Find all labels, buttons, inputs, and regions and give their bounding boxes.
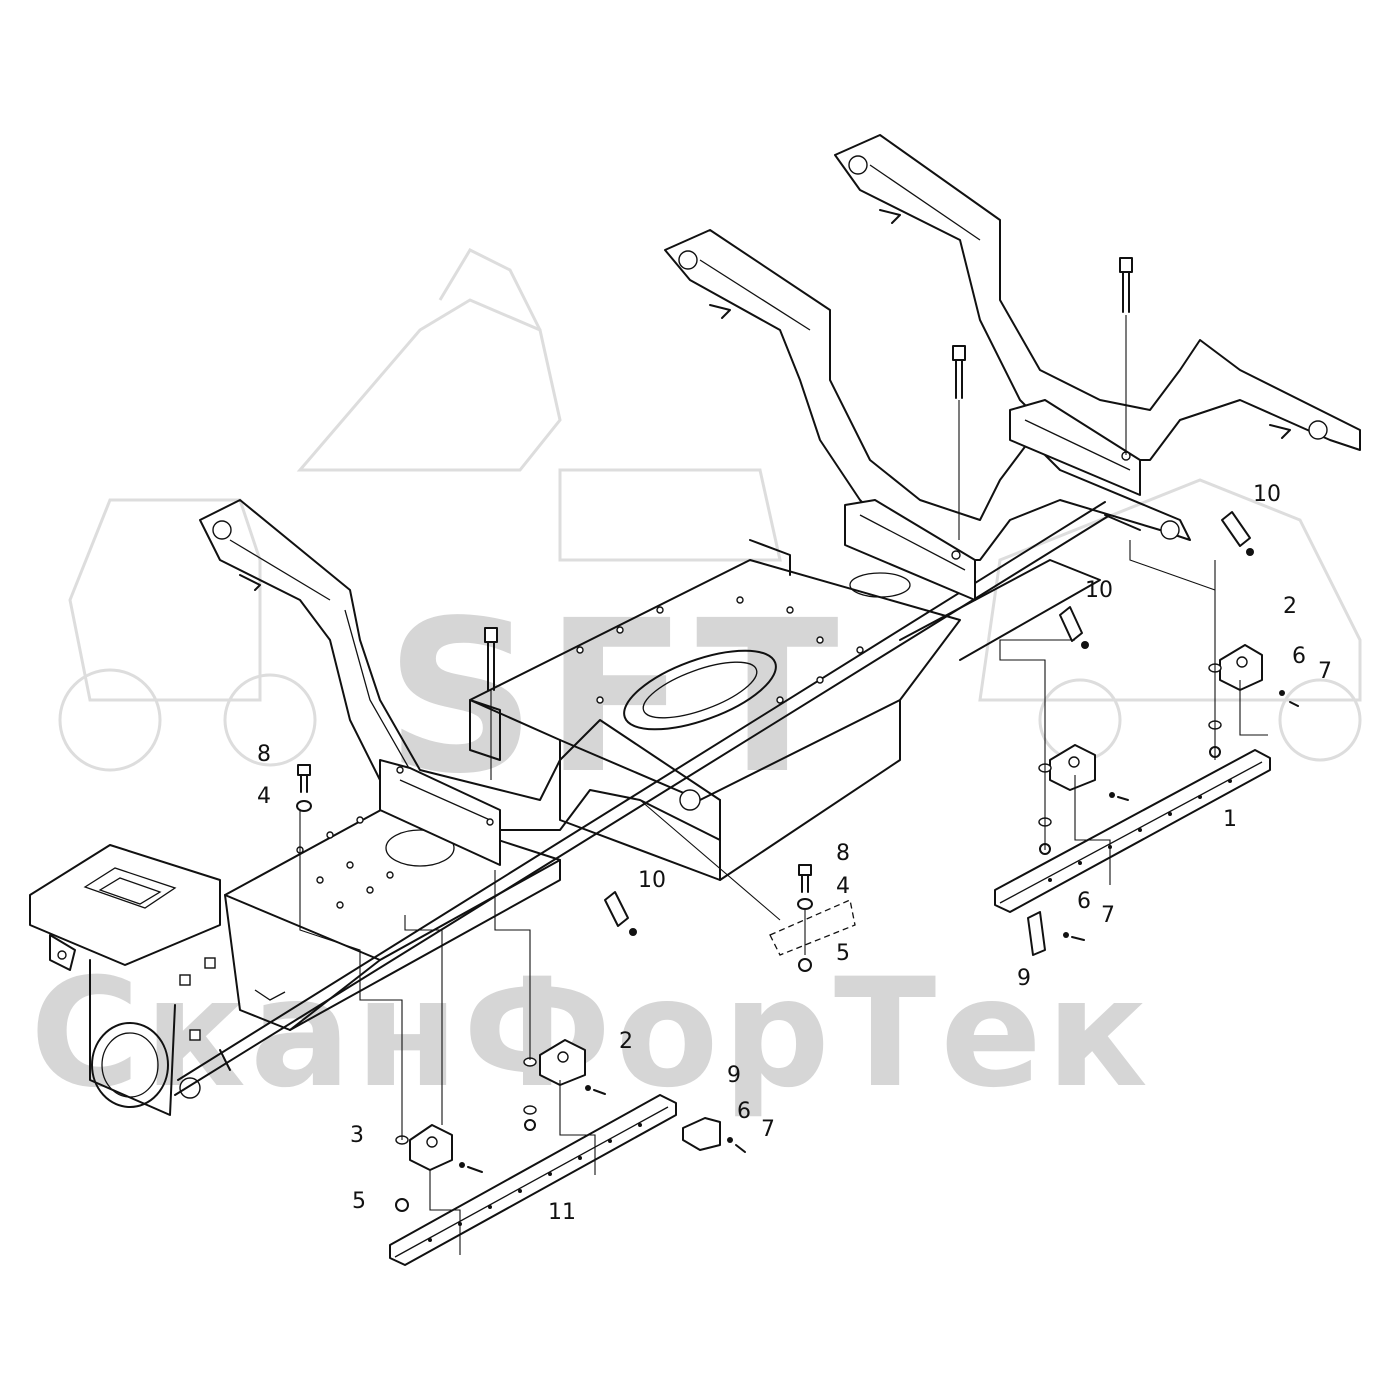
- long-bolt-middle: [952, 345, 966, 399]
- callout-label: 7: [1318, 659, 1332, 684]
- front-rail-assembly: [299, 810, 746, 1266]
- callout-label: 4: [836, 874, 850, 899]
- callout-label: 7: [1101, 903, 1115, 928]
- rear-rail-holes: [1048, 779, 1232, 882]
- callout-label: 6: [1077, 889, 1091, 914]
- arm-frame-middle: [664, 229, 1191, 601]
- callout-label: 10: [1253, 482, 1281, 507]
- callout-label: 9: [1017, 966, 1031, 991]
- callout-label: 10: [1085, 578, 1113, 603]
- callout-label: 4: [257, 784, 271, 809]
- callout-label: 1: [1223, 807, 1237, 832]
- callout-label: 7: [761, 1117, 775, 1142]
- bolt-stack-left: [296, 764, 312, 812]
- callout-label: 2: [619, 1029, 633, 1054]
- spring-pin-front: [604, 891, 637, 936]
- bolt-stack-right: [639, 799, 856, 972]
- callout-label: 8: [836, 841, 850, 866]
- long-bolt-rear: [1119, 257, 1133, 313]
- main-chassis-frame: [29, 501, 1141, 1116]
- arm-frame-front: [199, 499, 721, 866]
- callout-label: 3: [350, 1123, 364, 1148]
- callout-label: 5: [352, 1189, 366, 1214]
- callout-label: 11: [548, 1200, 576, 1225]
- callout-label: 6: [737, 1099, 751, 1124]
- center-plate-holes: [576, 596, 864, 704]
- callout-label: 5: [836, 941, 850, 966]
- callout-label: 8: [257, 742, 271, 767]
- arm-frame-rear: [834, 134, 1361, 496]
- callout-label: 2: [1283, 594, 1297, 619]
- callout-label: 6: [1292, 644, 1306, 669]
- callout-label: 10: [638, 868, 666, 893]
- spring-pin-middle: [1059, 606, 1089, 649]
- spring-pin-rear: [1221, 511, 1254, 556]
- watermark-text: СканФорТек: [30, 947, 1152, 1121]
- front-rail-holes: [428, 1123, 642, 1242]
- rear-rail-assembly: [994, 540, 1299, 956]
- callout-label: 9: [727, 1063, 741, 1088]
- watermark: SFT СканФорТек: [30, 248, 1362, 1121]
- long-bolt-left: [484, 627, 498, 691]
